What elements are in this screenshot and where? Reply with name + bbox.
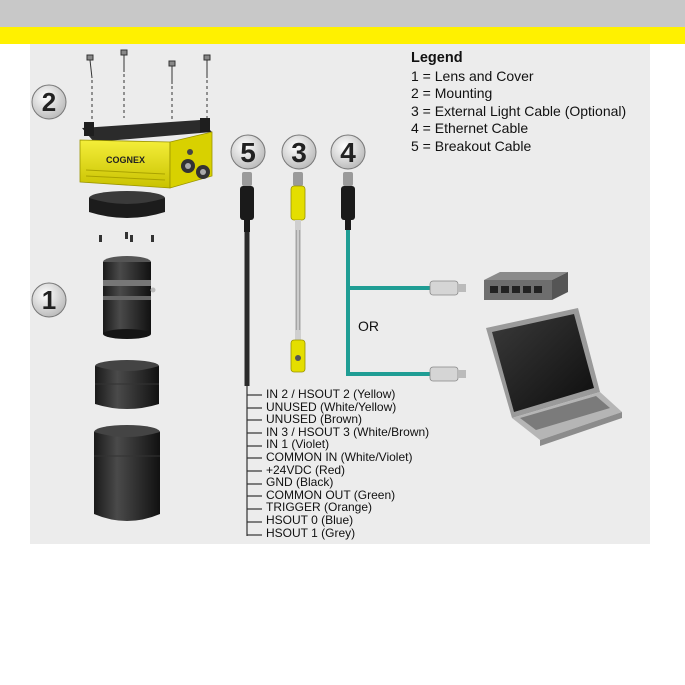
pin-label: COMMON IN (White/Violet)	[266, 449, 413, 464]
callout-4: 4	[330, 134, 366, 170]
pin-label: TRIGGER (Orange)	[266, 500, 373, 515]
lens	[103, 256, 156, 339]
lens-cover	[94, 425, 160, 521]
legend-item: 4 = Ethernet Cable	[411, 120, 529, 136]
legend: Legend 1 = Lens and Cover 2 = Mounting 3…	[411, 50, 626, 155]
breakout-cable	[240, 172, 254, 536]
callout-2: 2	[31, 84, 67, 120]
legend-title: Legend	[411, 50, 463, 66]
svg-text:4: 4	[340, 137, 356, 168]
lens-cover-ring	[95, 360, 159, 409]
callout-1: 1	[31, 282, 67, 318]
svg-text:3: 3	[291, 137, 307, 168]
light-cable	[290, 172, 306, 373]
pin-ticks	[247, 394, 262, 536]
pin-list: IN 2 / HSOUT 2 (Yellow) UNUSED (White/Ye…	[266, 388, 429, 539]
accent-bar	[0, 27, 685, 44]
camera-body	[79, 118, 213, 189]
pin-label: IN 3 / HSOUT 3 (White/Brown)	[266, 424, 430, 439]
pin-label: COMMON OUT (Green)	[266, 487, 396, 502]
pin-label: GND (Black)	[266, 475, 334, 490]
legend-item: 3 = External Light Cable (Optional)	[411, 102, 627, 119]
svg-text:5: 5	[240, 137, 256, 168]
pin-label: UNUSED (White/Yellow)	[266, 399, 397, 414]
or-label: OR	[358, 318, 379, 334]
pin-label: HSOUT 1 (Grey)	[266, 525, 356, 540]
pin-label: HSOUT 0 (Blue)	[266, 512, 354, 527]
legend-item: 5 = Breakout Cable	[411, 137, 532, 154]
svg-text:2: 2	[42, 87, 56, 117]
pin-label: UNUSED (Brown)	[266, 412, 363, 427]
callout-5: 5	[230, 134, 266, 170]
network-switch	[484, 272, 568, 300]
legend-item: 1 = Lens and Cover	[411, 67, 534, 84]
camera-brand-label: COGNEX	[106, 155, 145, 165]
legend-item: 2 = Mounting	[411, 85, 493, 101]
header-bar	[0, 0, 685, 27]
ethernet-cable	[341, 172, 466, 382]
pin-label: +24VDC (Red)	[266, 462, 346, 477]
pin-label: IN 1 (Violet)	[266, 437, 330, 452]
mounting-plate	[89, 191, 165, 242]
pin-label: IN 2 / HSOUT 2 (Yellow)	[266, 387, 396, 401]
mounting-screws	[86, 49, 211, 122]
callout-3: 3	[281, 134, 317, 170]
svg-text:1: 1	[42, 285, 56, 315]
laptop	[486, 308, 622, 446]
